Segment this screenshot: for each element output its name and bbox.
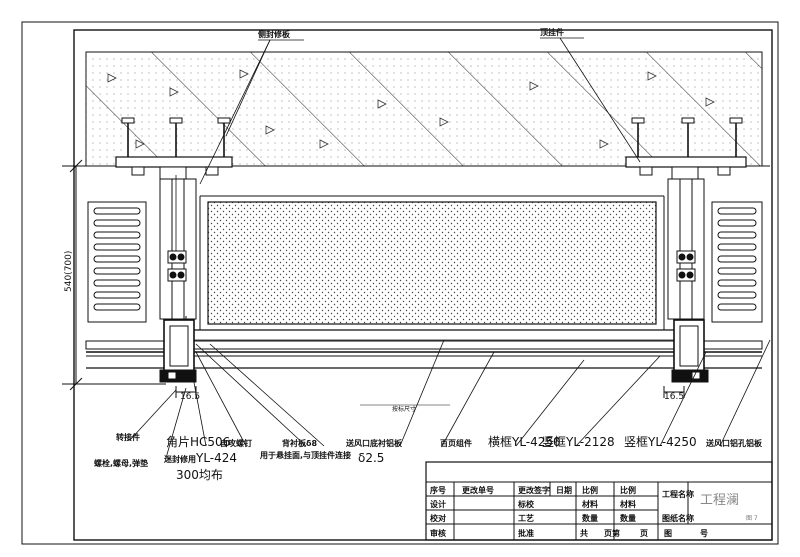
tb-mid-r3-2: 图纸名称 — [662, 513, 694, 523]
tb-r2-0: 设计 — [430, 499, 446, 509]
leader-lines — [129, 37, 771, 459]
perforated-panel — [199, 195, 665, 330]
label-plate-thick: 背衬板δ8 — [282, 438, 317, 448]
tb-mid-r2-1: 材料 — [620, 499, 636, 509]
tb-mid-r4-1: 页第 — [604, 528, 620, 538]
label-connector: 转接件 — [116, 432, 140, 442]
small-dims — [175, 386, 685, 406]
tb-mid-r3-0: 数量 — [582, 513, 598, 523]
label-fix-note: 用于悬挂面,与顶挂件连接 — [259, 450, 351, 460]
vertical-dimension — [62, 159, 166, 391]
dim-vertical-label: 540(700) — [64, 251, 74, 292]
tb-mid-r2-0: 材料 — [582, 499, 598, 509]
right-hanger — [625, 117, 747, 320]
right-profile — [671, 319, 709, 383]
right-louver — [711, 201, 763, 323]
label-vent-panel: 送风口铝孔铝板 — [705, 438, 763, 448]
label-frame-side: 竖框YL-2128 — [542, 435, 615, 449]
label-seal-profile: YL-424 — [195, 451, 237, 465]
label-top-right: 顶挂件 — [540, 27, 564, 37]
tb-mid-r1-0: 比例 — [582, 485, 598, 495]
tb-r3-0: 校对 — [430, 513, 446, 523]
tb-mid-r3-1: 数量 — [620, 513, 636, 523]
tb-mid-r4-3: 图 — [664, 529, 672, 538]
left-profile — [159, 316, 197, 383]
tb-r1-1: 更改单号 — [462, 485, 494, 495]
concrete-slab — [85, 51, 763, 167]
inner-frame — [73, 29, 773, 541]
left-hanger — [115, 117, 233, 320]
tb-r1-3: 日期 — [556, 485, 572, 495]
label-frame-beam: 横框YL-4250 — [488, 435, 561, 449]
label-screws: 螺栓,螺母,弹垫 — [94, 458, 148, 468]
tb-project-label: 工程名称 — [662, 489, 694, 499]
dim-right-label: 16.5 — [664, 392, 684, 402]
label-seal-note: 迷封修用 — [163, 454, 196, 464]
tb-r4-0: 审核 — [430, 528, 446, 538]
label-screw-type: 自攻螺钉 — [220, 438, 252, 448]
label-louver: 百页组件 — [440, 438, 472, 448]
tb-mid-r4-4: 号 — [700, 529, 708, 538]
tb-mid-r1-1: 比例 — [620, 485, 636, 495]
outer-frame — [21, 21, 779, 545]
label-louver-frame: 竖框YL-4250 — [624, 435, 697, 449]
tb-mid-r4-0: 共 — [580, 528, 588, 538]
label-spacing: 300均布 — [176, 468, 223, 482]
left-louver — [87, 201, 147, 323]
tb-r2-1: 标校 — [517, 499, 535, 509]
tb-r3-1: 工艺 — [518, 513, 534, 523]
dim-left-label: 16.5 — [180, 392, 200, 402]
tb-r1-0: 序号 — [430, 485, 446, 495]
title-block — [425, 461, 773, 541]
tb-logo-sub: 图 7 — [746, 515, 758, 522]
label-top-left: 侧封修板 — [258, 29, 291, 39]
center-dim-label: 按标尺寸 — [392, 405, 416, 413]
tb-logo-text: 工程澜 — [700, 493, 739, 508]
tb-r4-1: 批准 — [518, 528, 534, 538]
label-vent-thick: δ2.5 — [358, 451, 384, 465]
tb-mid-r4-2: 页 — [640, 529, 648, 538]
label-profile-code: 角片HC506 — [166, 435, 230, 449]
label-vent-plate: 送风口底衬铝板 — [345, 438, 403, 448]
tb-r1-2: 更改签字 — [518, 485, 550, 495]
